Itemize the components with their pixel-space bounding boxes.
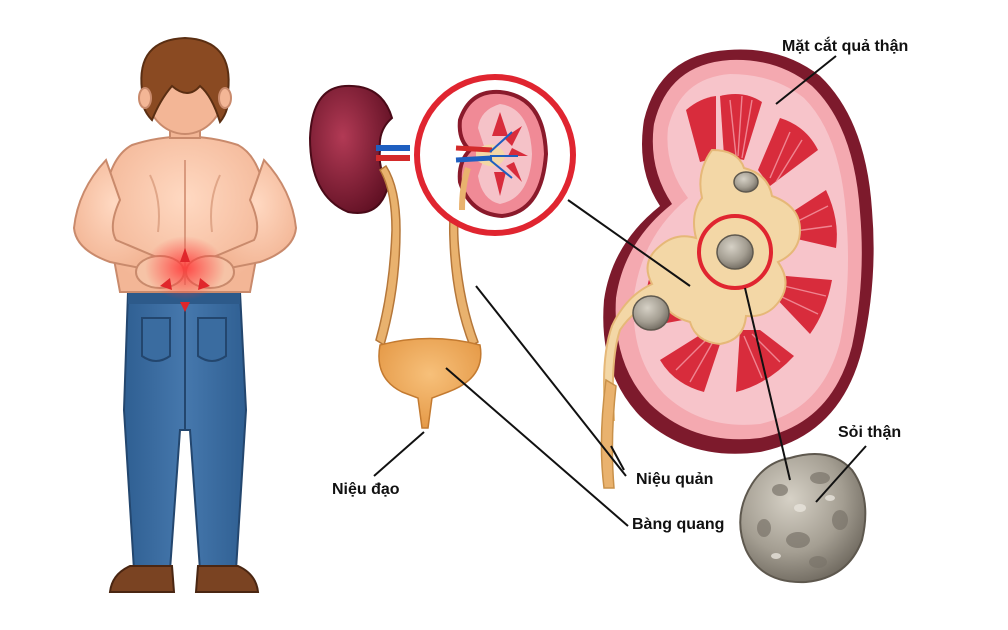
right-shoe — [194, 565, 260, 593]
label-ureter: Niệu quản — [636, 471, 714, 488]
stone-highlight-circle — [697, 214, 773, 290]
leader-bladder — [445, 367, 629, 527]
right-arm — [214, 158, 298, 272]
kidney-stone-icon — [739, 453, 867, 584]
magnify-circle-icon — [414, 74, 576, 236]
leader-lines — [373, 55, 867, 527]
hair — [140, 36, 230, 125]
leader-urethra — [373, 431, 425, 477]
pain-glow — [145, 236, 225, 300]
renal-pyramids — [646, 94, 837, 392]
left-shoe — [108, 565, 176, 593]
label-bladder: Bàng quang — [632, 516, 725, 533]
leader-ureter-small — [475, 285, 627, 477]
leader-stone-to-big-stone — [744, 287, 791, 481]
bladder-shape — [378, 337, 482, 429]
label-kidney-cross-section: Mặt cắt quả thận — [782, 38, 909, 55]
leader-zoom-small-to-large — [567, 199, 691, 287]
leader-kidney-cross-section — [775, 55, 837, 105]
kidney-cross-section-icon — [600, 49, 874, 489]
leader-ureter-large — [610, 445, 625, 471]
label-urethra: Niệu đạo — [332, 481, 400, 498]
label-kidney-stone: Sỏi thận — [838, 424, 902, 441]
leader-kidney-stone — [815, 445, 867, 503]
pain-arrows-icon — [160, 248, 210, 312]
man-back-pain-figure — [72, 36, 298, 593]
left-arm — [72, 158, 156, 272]
